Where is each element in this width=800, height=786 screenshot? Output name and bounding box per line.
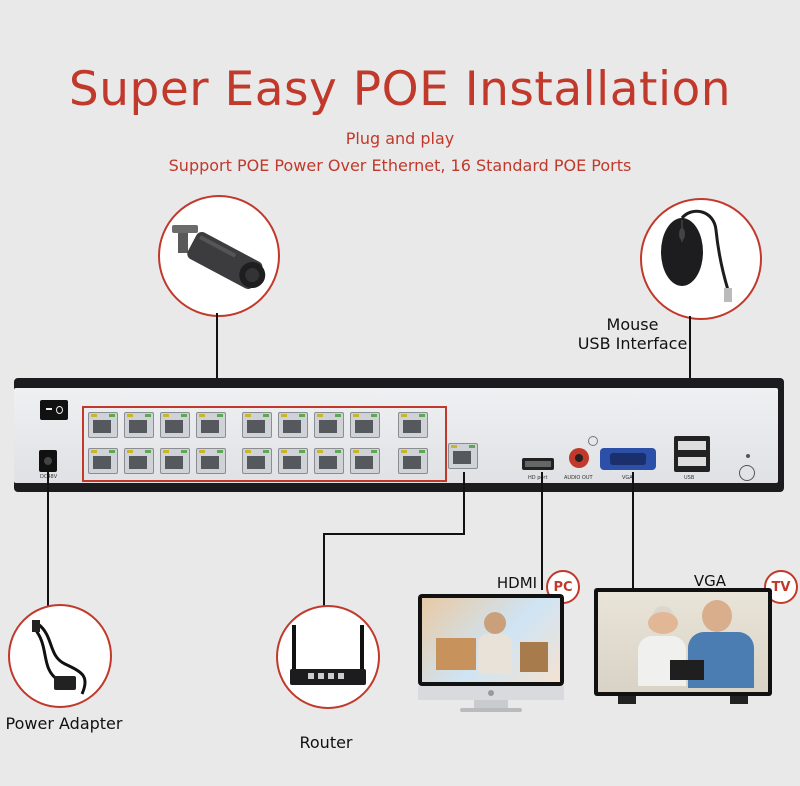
ground-screw-icon — [739, 465, 755, 481]
poe-port-12[interactable] — [196, 448, 226, 474]
page-title: Super Easy POE Installation — [0, 62, 800, 117]
poe-port-14[interactable] — [278, 448, 308, 474]
dc-power-jack[interactable] — [39, 450, 57, 472]
router-cable-h — [323, 533, 465, 535]
poe-port-1[interactable] — [88, 412, 118, 438]
poe-port-10[interactable] — [124, 448, 154, 474]
nvr-back-panel: DC48V HD port AUDIO OUT VGA USB — [14, 388, 778, 483]
poe-port-9[interactable] — [88, 448, 118, 474]
router-cable-v1 — [463, 472, 465, 534]
router-icon — [278, 607, 378, 707]
hdmi-cable — [541, 472, 543, 590]
vga-cable — [632, 472, 634, 590]
mouse-icon — [642, 200, 760, 318]
power-adapter-icon — [10, 606, 110, 706]
subtitle-poe-support: Support POE Power Over Ethernet, 16 Stan… — [0, 156, 800, 175]
poe-port-5[interactable] — [242, 412, 272, 438]
subtitle-plug-and-play: Plug and play — [0, 129, 800, 148]
tv-icon — [594, 588, 774, 708]
ground-icon — [588, 436, 598, 446]
router-cable-v2 — [323, 533, 325, 607]
usb-label: USB — [684, 475, 694, 481]
poe-port-16[interactable] — [350, 448, 380, 474]
hdmi-port-label: HD port — [528, 475, 547, 481]
poe-port-6[interactable] — [278, 412, 308, 438]
router-label: Router — [286, 733, 366, 752]
mouse-circle — [640, 198, 762, 320]
aux-port-1[interactable] — [398, 412, 428, 438]
power-adapter-circle — [8, 604, 112, 708]
poe-port-13[interactable] — [242, 448, 272, 474]
poe-port-8[interactable] — [350, 412, 380, 438]
camera-icon — [160, 197, 278, 315]
usb-ports[interactable] — [674, 436, 710, 472]
poe-port-15[interactable] — [314, 448, 344, 474]
vga-port[interactable] — [600, 448, 656, 470]
power-switch-icon[interactable] — [40, 400, 68, 420]
camera-circle — [158, 195, 280, 317]
poe-port-3[interactable] — [160, 412, 190, 438]
power-cable — [47, 472, 49, 612]
hdmi-label: HDMI — [495, 574, 539, 592]
usb-interface-label: USB Interface — [560, 334, 705, 353]
audio-out-label: AUDIO OUT — [564, 475, 593, 481]
poe-port-7[interactable] — [314, 412, 344, 438]
router-circle — [276, 605, 380, 709]
hdmi-port[interactable] — [522, 458, 554, 470]
poe-port-11[interactable] — [160, 448, 190, 474]
monitor-icon — [418, 594, 564, 712]
audio-out-port[interactable] — [569, 448, 589, 468]
power-adapter-label: Power Adapter — [0, 714, 128, 733]
aux-port-2[interactable] — [398, 448, 428, 474]
poe-port-2[interactable] — [124, 412, 154, 438]
mouse-label: Mouse — [560, 315, 705, 334]
lan-uplink-port[interactable] — [448, 443, 478, 469]
poe-port-4[interactable] — [196, 412, 226, 438]
